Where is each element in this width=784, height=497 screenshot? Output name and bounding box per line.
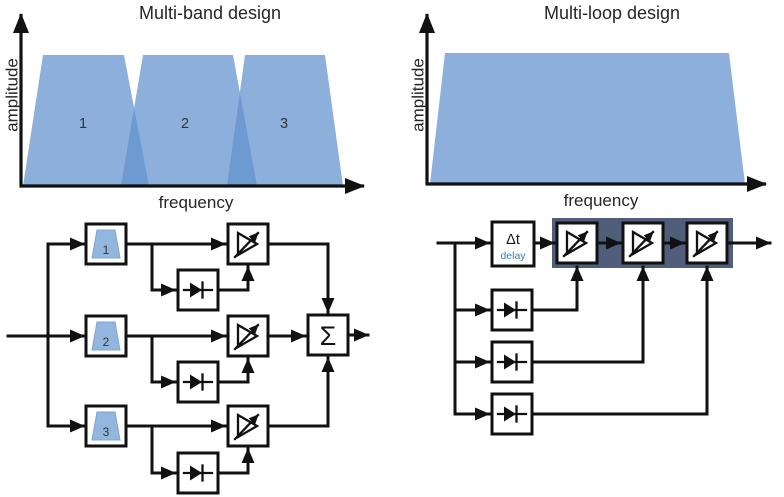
detector1-to-amp1-line	[216, 265, 255, 292]
detector2-to-amp2-line	[530, 265, 650, 364]
delay-label: delay	[500, 250, 526, 262]
right-block-diagram: Δt delay	[436, 218, 772, 436]
band-2-label: 2	[181, 116, 189, 132]
detector-1-icon	[176, 268, 220, 312]
band-3-shape	[227, 55, 343, 186]
band-3-label: 3	[280, 116, 288, 132]
right-x-axis-label: frequency	[564, 191, 639, 210]
filter-1-label: 1	[103, 243, 110, 257]
band-1-label: 1	[79, 116, 87, 132]
left-plot-title: Multi-band design	[139, 3, 281, 23]
vga-3-icon	[228, 406, 268, 446]
summation-block	[306, 313, 350, 357]
wideband-shape	[430, 53, 745, 184]
delta-t-symbol: Δt	[506, 232, 520, 248]
filter-2-label: 2	[103, 335, 110, 349]
detector-1-icon	[490, 288, 534, 332]
detector-3-icon	[490, 392, 534, 436]
left-y-axis-label: amplitude	[3, 58, 22, 132]
detector-2-icon	[176, 360, 220, 404]
right-spectrum-plot: Multi-loop design amplitude frequency	[409, 3, 767, 210]
detector3-to-amp3-line	[216, 447, 255, 475]
right-plot-title: Multi-loop design	[544, 3, 680, 23]
delay-block	[490, 220, 536, 268]
detector2-to-amp2-line	[216, 357, 255, 384]
left-x-axis-label: frequency	[159, 193, 234, 212]
band-1-shape	[23, 55, 149, 186]
left-block-diagram: 1 2 3 Σ	[6, 222, 370, 495]
band-2-shape	[121, 55, 257, 186]
amp1-to-sum-line	[266, 242, 335, 314]
vga-2-icon	[623, 223, 663, 263]
tap3-to-detector3-line	[150, 424, 177, 480]
vga-3-icon	[687, 223, 727, 263]
detector-2-icon	[490, 340, 534, 384]
vga-1-icon	[228, 224, 268, 264]
left-spectrum-plot: Multi-band design 1 2 3 amplitude freque…	[3, 3, 365, 212]
vga-2-icon	[228, 316, 268, 356]
filter-3-label: 3	[103, 425, 110, 439]
detector3-to-amp3-line	[530, 265, 714, 416]
vga-1-icon	[557, 223, 597, 263]
amp3-to-sum-line	[266, 356, 335, 428]
sigma-symbol: Σ	[320, 321, 337, 351]
tap1-to-detector1-line	[150, 242, 177, 297]
detector-3-icon	[176, 451, 220, 495]
tap2-to-detector2-line	[150, 334, 177, 389]
right-y-axis-label: amplitude	[409, 58, 428, 132]
detector1-to-amp1-line	[530, 265, 584, 312]
